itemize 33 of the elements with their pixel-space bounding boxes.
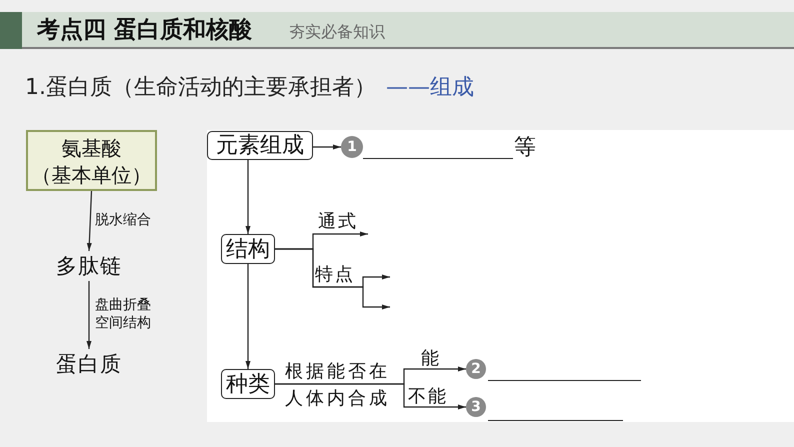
arrow xyxy=(275,248,390,310)
rounded-box xyxy=(221,234,275,264)
stage-label: 蛋白质 xyxy=(50,349,128,379)
callout-number: 1 xyxy=(347,138,357,157)
callout-number: 2 xyxy=(471,360,481,379)
box-label: 元素组成 xyxy=(216,132,304,159)
term-text: （基本单位） xyxy=(32,162,152,188)
edge-label: 盘曲折叠空间结构 xyxy=(95,296,152,332)
condition-text: 根据能否在人体内合成 xyxy=(285,360,391,411)
edge-label: 能 xyxy=(421,348,439,370)
edge-label: 脱水缩合 xyxy=(95,211,151,229)
box-label: 种类 xyxy=(226,370,270,398)
term-text: 氨基酸 xyxy=(62,134,122,162)
edge-label: 特点 xyxy=(315,264,355,286)
arrow xyxy=(86,281,92,349)
box-label: 结构 xyxy=(226,236,270,262)
arrow xyxy=(246,264,250,369)
heading-text: ——组成 xyxy=(386,74,474,102)
arrow xyxy=(246,160,250,234)
section-subtitle: 夯实必备知识 xyxy=(289,21,385,42)
arrow xyxy=(313,144,341,150)
heading-text: 1.蛋白质（生命活动的主要承担者） xyxy=(25,74,376,102)
stage-label: 多肽链 xyxy=(50,251,128,281)
rounded-box xyxy=(221,369,275,399)
arrow xyxy=(275,383,466,410)
rounded-box xyxy=(207,131,313,160)
term-box xyxy=(26,130,157,191)
suffix-text: 等 xyxy=(514,134,536,162)
edge-label: 不能 xyxy=(408,386,448,408)
arrow xyxy=(86,190,92,252)
edge-label: 通式 xyxy=(318,211,358,233)
callout-number: 3 xyxy=(471,398,481,417)
slide-title: 考点四 蛋白质和核酸 xyxy=(37,16,252,45)
